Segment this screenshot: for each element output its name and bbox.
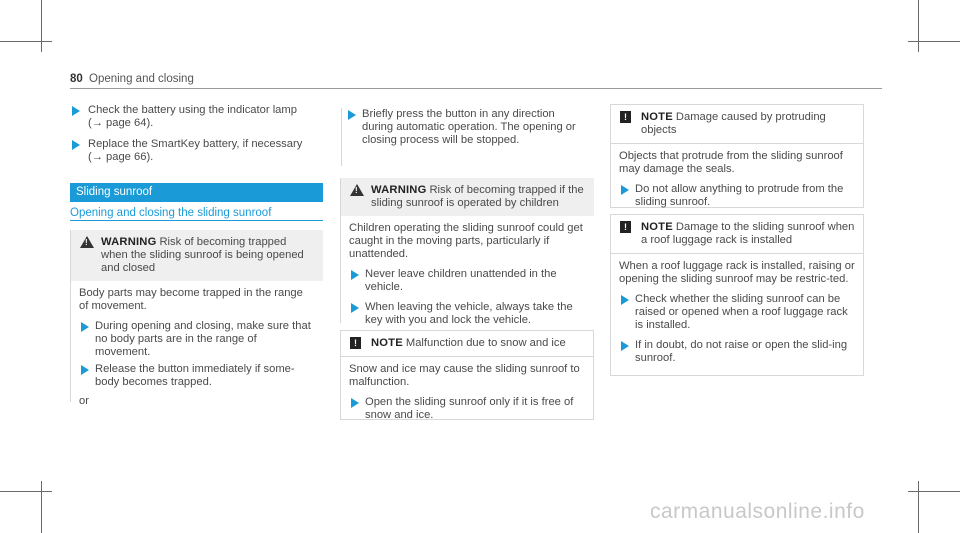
warning-title: Risk of becoming trapped when the slidin… [101, 236, 304, 274]
warning-body: Children operating the sliding sunroof c… [341, 216, 594, 335]
note-text: Snow and ice may cause the sliding sunro… [349, 363, 580, 388]
note-icon: ! [620, 221, 631, 233]
crop-mark [908, 41, 960, 42]
subsection-title: Opening and closing the sliding sunroof [70, 207, 272, 219]
step-text: During opening and closing, make sure th… [95, 320, 311, 358]
warning-step: When leaving the vehicle, always take th… [349, 301, 586, 327]
step-text: Release the button immediately if some-b… [95, 363, 295, 388]
step-text: Briefly press the button in any directio… [362, 108, 576, 146]
note-step: Do not allow anything to protrude from t… [619, 183, 855, 209]
crop-mark [0, 491, 52, 492]
step-text: Open the sliding sunroof only if it is f… [365, 396, 574, 421]
step-arrow-icon [621, 341, 629, 351]
page-link[interactable]: (→ page 66). [88, 151, 154, 163]
note-icon: ! [620, 111, 631, 123]
step-text: Check whether the sliding sunroof can be… [635, 293, 848, 331]
step-text: Do not allow anything to protrude from t… [635, 183, 844, 208]
step-text: If in doubt, do not raise or open the sl… [635, 339, 848, 364]
warning-text: Body parts may become trapped in the ran… [79, 287, 303, 312]
step-arrow-icon [72, 106, 80, 116]
note-keyword: NOTE [641, 111, 673, 123]
warning-triangle-icon [350, 184, 364, 196]
note-title: Damage caused by protruding objects [641, 111, 826, 136]
header-divider [70, 88, 882, 89]
section-title: Sliding sunroof [70, 183, 323, 202]
watermark: carmanualsonline.info [650, 500, 865, 523]
warning-text: Children operating the sliding sunroof c… [349, 222, 583, 260]
note-keyword: NOTE [371, 337, 403, 349]
note-body: Snow and ice may cause the sliding sunro… [341, 357, 593, 430]
note-body: When a roof luggage rack is installed, r… [611, 254, 863, 373]
page-link[interactable]: (→ page 64). [88, 117, 154, 129]
step-arrow-icon [72, 140, 80, 150]
crop-mark [41, 481, 42, 533]
note-step: Check whether the sliding sunroof can be… [619, 293, 855, 332]
note-icon: ! [350, 337, 361, 349]
step-check-battery: Check the battery using the indicator la… [72, 104, 322, 130]
note-title: Damage to the sliding sunroof when a roo… [641, 221, 855, 246]
warning-step: Never leave children unattended in the v… [349, 268, 586, 294]
step-arrow-icon [81, 322, 89, 332]
note-title: Malfunction due to snow and ice [405, 337, 566, 349]
step-text: When leaving the vehicle, always take th… [365, 301, 573, 326]
crop-mark [918, 0, 919, 52]
step-press-button: Briefly press the button in any directio… [341, 108, 581, 166]
note-step: If in doubt, do not raise or open the sl… [619, 339, 855, 365]
warning-triangle-icon [80, 236, 94, 248]
step-arrow-icon [621, 185, 629, 195]
crop-mark [41, 0, 42, 52]
crop-mark [918, 481, 919, 533]
note-text: When a roof luggage rack is installed, r… [619, 260, 855, 285]
or-text: or [79, 395, 89, 407]
step-text: Replace the SmartKey battery, if necessa… [88, 138, 303, 150]
subsection-divider [70, 220, 323, 221]
warning-step: During opening and closing, make sure th… [79, 320, 315, 359]
note-keyword: NOTE [641, 221, 673, 233]
warning-body: Body parts may become trapped in the ran… [71, 281, 323, 416]
note-step: Open the sliding sunroof only if it is f… [349, 396, 585, 422]
step-text: Check the battery using the indicator la… [88, 104, 297, 116]
step-text: Never leave children unattended in the v… [365, 268, 557, 293]
warning-title: Risk of becoming trapped if the sliding … [371, 184, 584, 209]
note-body: Objects that protrude from the sliding s… [611, 144, 863, 217]
step-arrow-icon [81, 365, 89, 375]
crop-mark [0, 41, 52, 42]
step-replace-battery: Replace the SmartKey battery, if necessa… [72, 138, 322, 164]
step-arrow-icon [348, 110, 356, 120]
note-text: Objects that protrude from the sliding s… [619, 150, 843, 175]
warning-keyword: WARNING [101, 236, 157, 248]
page-number: 80 [70, 73, 83, 85]
warning-keyword: WARNING [371, 184, 427, 196]
step-arrow-icon [351, 303, 359, 313]
crop-mark [908, 491, 960, 492]
step-arrow-icon [351, 398, 359, 408]
warning-step: Release the button immediately if some-b… [79, 363, 315, 389]
step-arrow-icon [351, 270, 359, 280]
page-title: Opening and closing [89, 73, 194, 85]
step-arrow-icon [621, 295, 629, 305]
